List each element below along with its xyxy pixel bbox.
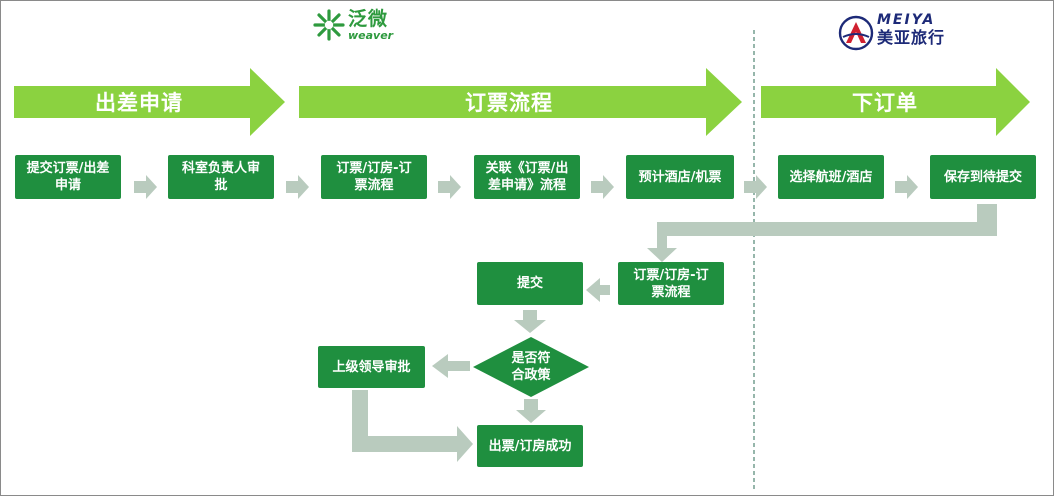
phase-label-apply: 出差申请	[95, 91, 183, 115]
phase-label-ticket: 订票流程	[465, 91, 553, 115]
weaver-logo: 泛微 weaver	[348, 8, 418, 48]
step-book: 预计酒店/机票	[626, 155, 734, 199]
arrow-right-6	[895, 175, 918, 199]
step-dept-approval: 科室负责人审 批	[168, 155, 274, 199]
arrow-down-decision	[514, 310, 546, 333]
connector-leader-success	[352, 390, 473, 462]
meiya-logo-en: MEIYA	[877, 12, 936, 28]
weaver-logo-cn: 泛微	[348, 8, 389, 30]
meiya-logo: MEIYA 美亚旅行	[877, 13, 977, 53]
phase-banner-order	[761, 68, 1030, 136]
arrow-right-5	[744, 175, 767, 199]
step-link-flow: 关联《订票/出 差申请》流程	[474, 155, 580, 199]
weaver-logo-en: weaver	[348, 29, 394, 42]
arrow-right-2	[286, 175, 309, 199]
meiya-logo-icon	[838, 15, 874, 51]
policy-decision-diamond	[473, 337, 589, 397]
phase-banner-ticket	[299, 68, 742, 136]
step-select-flight: 选择航班/酒店	[778, 155, 884, 199]
step-leader-approval: 上级领导审批	[318, 346, 425, 388]
arrow-left-submit	[586, 278, 610, 302]
weaver-logo-icon	[313, 9, 345, 41]
arrow-right-3	[438, 175, 461, 199]
arrow-right-4	[591, 175, 614, 199]
phase-label-order: 下订单	[852, 91, 918, 115]
arrow-left-leader	[432, 354, 470, 378]
policy-decision-label: 是否符 合政策	[511, 351, 551, 383]
step-ticket-flow: 订票/订房-订 票流程	[321, 155, 427, 199]
step-ticket-flow-2: 订票/订房-订 票流程	[618, 262, 724, 305]
meiya-logo-cn: 美亚旅行	[877, 28, 946, 47]
arrow-down-success	[516, 399, 546, 423]
phase-banner-apply	[14, 68, 285, 136]
step-save-pending: 保存到待提交	[930, 155, 1036, 199]
step-submit: 提交	[477, 262, 583, 305]
connector-return-flow	[647, 204, 997, 262]
step-success: 出票/订房成功	[477, 425, 583, 467]
step-submit-request: 提交订票/出差 申请	[15, 155, 121, 199]
arrow-right-1	[134, 175, 157, 199]
